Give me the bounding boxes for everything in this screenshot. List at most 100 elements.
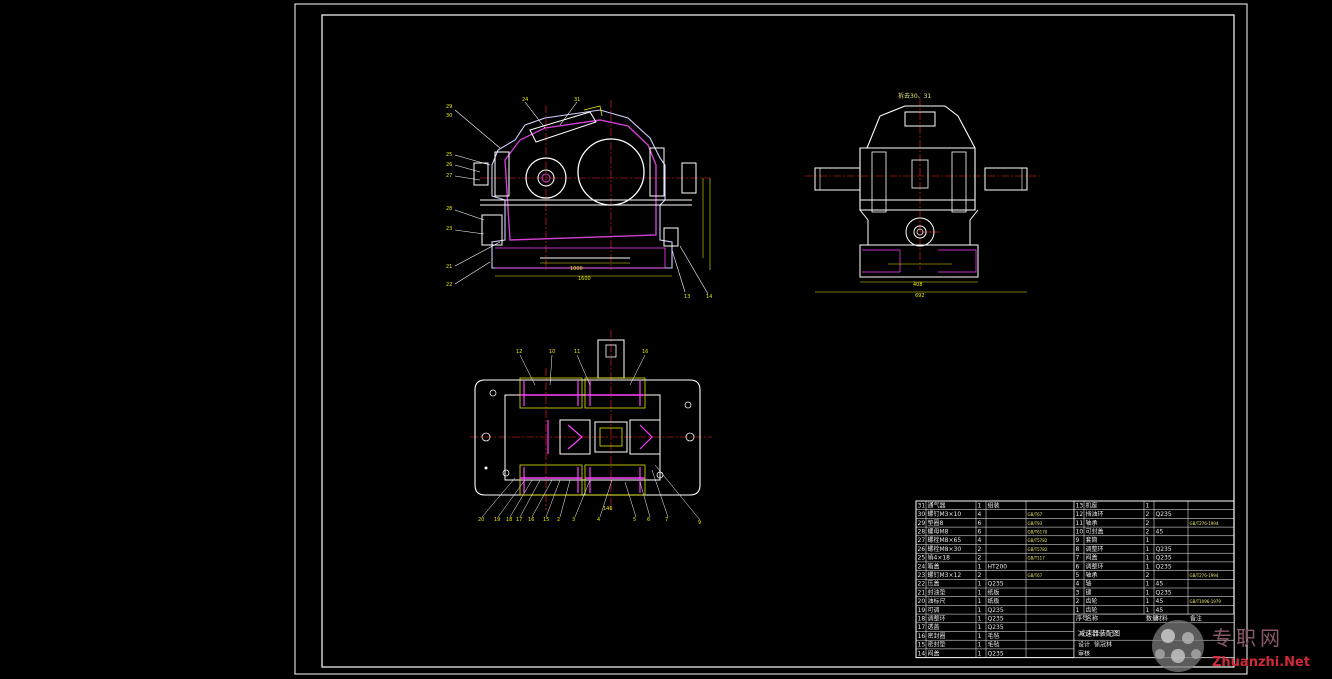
- parts-cell-right-name: 调整环: [1086, 562, 1104, 570]
- parts-header-no: 序号: [1076, 615, 1088, 623]
- svg-text:24: 24: [522, 97, 528, 103]
- parts-cell-right-qty: 1: [1146, 598, 1150, 605]
- parts-cell-left-name: 油标尺: [928, 597, 946, 605]
- svg-text:21: 21: [446, 264, 452, 270]
- design-label: 设计: [1078, 641, 1090, 649]
- svg-text:408: 408: [913, 282, 923, 288]
- parts-cell-left-mat: Q235: [988, 616, 1004, 623]
- svg-text:20: 20: [478, 517, 484, 523]
- watermark-cn: 专职网: [1212, 626, 1284, 650]
- parts-cell-left-std: GB/T117: [1028, 556, 1046, 561]
- parts-cell-right-mat: Q235: [1156, 546, 1172, 553]
- parts-cell-right-name: 挡油环: [1086, 510, 1104, 518]
- parts-cell-right-qty: 1: [1146, 589, 1150, 596]
- svg-text:11: 11: [574, 349, 580, 355]
- parts-cell-right-mat: Q235: [1156, 511, 1172, 518]
- parts-header-mat: 材料: [1156, 615, 1168, 623]
- parts-cell-left-qty: 6: [978, 529, 982, 536]
- parts-cell-left-qty: 1: [978, 650, 982, 657]
- parts-cell-right-qty: 1: [1146, 555, 1150, 562]
- parts-cell-right-qty: 2: [1146, 572, 1150, 579]
- parts-cell-right-name: 可封盖: [1086, 528, 1104, 536]
- parts-cell-left-no: 27: [918, 537, 926, 544]
- parts-cell-left-mat: 纸板: [988, 597, 1000, 605]
- parts-cell-left-qty: 1: [978, 633, 982, 640]
- parts-cell-right-no: 5: [1076, 572, 1080, 579]
- svg-text:9: 9: [698, 520, 701, 526]
- parts-cell-left-qty: 4: [978, 511, 982, 518]
- parts-cell-left-qty: 1: [978, 589, 982, 596]
- svg-text:27: 27: [446, 173, 452, 179]
- parts-cell-left-name: 销4×18: [928, 554, 951, 562]
- svg-text:19: 19: [494, 517, 500, 523]
- parts-cell-left-std: GB/T5782: [1028, 538, 1048, 543]
- parts-cell-right-name: 机座: [1086, 501, 1098, 509]
- parts-cell-left-qty: 2: [978, 546, 982, 553]
- parts-cell-right-qty: 2: [1146, 529, 1150, 536]
- svg-text:25: 25: [446, 152, 452, 158]
- parts-cell-right-std: GB/T276-1994: [1190, 521, 1219, 526]
- parts-cell-right-name: 轴: [1086, 580, 1092, 588]
- parts-cell-right-qty: 2: [1146, 511, 1150, 518]
- parts-cell-left-name: 闷盖: [928, 649, 940, 657]
- parts-cell-left-name: 螺钉M3×10: [928, 510, 962, 518]
- svg-text:23: 23: [446, 226, 452, 232]
- parts-cell-right-qty: 1: [1146, 581, 1150, 588]
- parts-cell-right-qty: 1: [1146, 537, 1150, 544]
- svg-text:13: 13: [684, 294, 690, 300]
- svg-text:26: 26: [446, 162, 452, 168]
- parts-cell-left-mat: HT200: [988, 563, 1008, 570]
- designer-name: 徐冠林: [1094, 641, 1112, 649]
- parts-cell-left-name: 螺栓M8×65: [928, 536, 962, 544]
- inner-frame-border: [321, 14, 1235, 668]
- parts-cell-left-no: 14: [918, 650, 926, 657]
- parts-cell-left-no: 20: [918, 598, 926, 605]
- parts-cell-left-no: 28: [918, 529, 926, 536]
- svg-text:14: 14: [706, 294, 712, 300]
- parts-cell-left-no: 18: [918, 616, 926, 623]
- parts-cell-left-std: GB/T93: [1028, 521, 1043, 526]
- parts-header-std: 备注: [1190, 615, 1202, 623]
- parts-cell-left-name: 透盖: [928, 623, 940, 631]
- outer-sheet-border: [294, 3, 1248, 675]
- parts-cell-left-mat: 毛毡: [988, 641, 1000, 649]
- parts-cell-left-mat: Q235: [988, 650, 1004, 657]
- parts-cell-right-no: 3: [1076, 589, 1080, 596]
- parts-cell-left-qty: 1: [978, 642, 982, 649]
- svg-text:28: 28: [446, 206, 452, 212]
- parts-cell-left-qty: 1: [978, 581, 982, 588]
- check-label: 审核: [1078, 649, 1090, 657]
- parts-cell-left-qty: 2: [978, 572, 982, 579]
- parts-cell-right-mat: 45: [1156, 581, 1164, 588]
- parts-cell-left-mat: 纸板: [988, 588, 1000, 596]
- parts-cell-left-qty: 6: [978, 520, 982, 527]
- parts-cell-left-qty: 1: [978, 624, 982, 631]
- parts-cell-right-qty: 1: [1146, 546, 1150, 553]
- svg-text:18: 18: [506, 517, 512, 523]
- parts-cell-right-name: 齿轮: [1086, 606, 1098, 614]
- svg-text:5: 5: [633, 517, 636, 523]
- parts-cell-right-mat: Q235: [1156, 589, 1172, 596]
- parts-cell-right-name: 轴承: [1086, 571, 1098, 579]
- parts-cell-left-no: 29: [918, 520, 926, 527]
- parts-cell-left-no: 25: [918, 555, 926, 562]
- parts-cell-right-qty: 1: [1146, 502, 1150, 509]
- parts-cell-left-no: 19: [918, 607, 926, 614]
- parts-cell-right-std: GB/T1096-1979: [1190, 599, 1222, 604]
- parts-cell-right-no: 2: [1076, 598, 1080, 605]
- parts-cell-left-no: 24: [918, 563, 926, 570]
- parts-cell-left-name: 可调: [928, 606, 940, 614]
- svg-text:29: 29: [446, 104, 452, 110]
- parts-cell-left-no: 22: [918, 581, 926, 588]
- parts-cell-right-qty: 1: [1146, 607, 1150, 614]
- watermark: 专职网 Zhuanzhi.Net: [1152, 620, 1310, 672]
- parts-cell-left-qty: 1: [978, 616, 982, 623]
- parts-header-qty: 数量: [1146, 615, 1158, 623]
- parts-cell-right-no: 10: [1076, 529, 1084, 536]
- svg-text:16: 16: [642, 349, 648, 355]
- parts-cell-right-std: GB/T276-1994: [1190, 573, 1219, 578]
- parts-cell-right-no: 1: [1076, 607, 1080, 614]
- parts-cell-left-no: 15: [918, 642, 926, 649]
